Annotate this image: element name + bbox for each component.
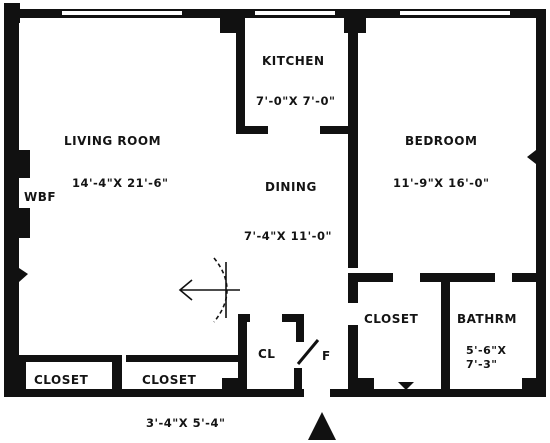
wall-bottom-left [4, 389, 304, 397]
wall-right [536, 9, 546, 397]
bathroom-dims-line2: 7'-3" [466, 358, 498, 371]
kitchen-name: KITCHEN [262, 54, 325, 68]
window [400, 11, 510, 15]
bedroom-name: BEDROOM [405, 134, 478, 148]
dining-name: DINING [265, 180, 317, 194]
bedroom-walls [348, 273, 546, 395]
living-room-name: LIVING ROOM [64, 134, 162, 148]
fireplace-bottom [18, 208, 30, 238]
fireplace-inner [14, 180, 18, 206]
radiator-icon [527, 150, 536, 164]
foyer-dims: 3'-4"X 5'-4" [146, 416, 226, 430]
closet-wall-left-a [348, 273, 358, 303]
window [62, 11, 182, 15]
foyer-name: F [322, 349, 331, 363]
dining-dims: 7'-4"X 11'-0" [244, 229, 332, 243]
bedroom-wall-bottom-c [512, 273, 546, 282]
kitchen-wall-right [348, 18, 358, 268]
entry-arrow-icon [308, 412, 336, 440]
cl-wall-left [238, 314, 247, 394]
bathroom-name: BATHRM [457, 312, 517, 326]
closet-bath-divider [441, 273, 450, 393]
kitchen-walls [236, 18, 358, 268]
door-swing-icon [178, 257, 240, 323]
fireplace-top [18, 150, 30, 178]
radiator-icon [19, 268, 28, 282]
closet-top-wall-a [18, 355, 113, 362]
living-room-dims: 14'-4"X 21'-6" [72, 176, 169, 190]
closet-bedroom-name: CLOSET [364, 312, 419, 326]
bath-wall-corner [522, 378, 538, 390]
closet-left-post [18, 355, 26, 391]
bedroom-dims: 11'-9"X 16'-0" [393, 176, 490, 190]
hall-closet-name: CL [258, 347, 276, 361]
bedroom-wall-bottom-a [348, 273, 393, 282]
cl-wall-right-b [294, 368, 302, 394]
bath-fixture-icon [398, 382, 414, 390]
cl-wall-right-a [296, 314, 304, 342]
closet-mid-name: CLOSET [142, 373, 197, 387]
wall-left [4, 9, 19, 397]
left-fixtures [14, 150, 30, 282]
closet-wall-left-b [348, 325, 358, 395]
foyer-block [222, 378, 242, 392]
closet-divider [112, 355, 122, 391]
bedroom-wall-bottom-b [420, 273, 495, 282]
closet-left-name: CLOSET [34, 373, 89, 387]
bathroom-dims-line1: 5'-6"X [466, 344, 507, 357]
wall-bottom-right [330, 389, 546, 397]
kitchen-wall-left [236, 18, 245, 133]
bottom-closets [18, 355, 238, 391]
kitchen-dims: 7'-0"X 7'-0" [256, 94, 336, 108]
windows-top [62, 11, 510, 15]
kitchen-wall-bottom-b [320, 126, 358, 134]
window [255, 11, 335, 15]
cl-wall-top-b [282, 314, 304, 322]
wbf-label: WBF [24, 190, 57, 204]
cl-door-leaf [296, 339, 320, 365]
kitchen-wall-bottom-a [236, 126, 268, 134]
closet-top-wall-b [126, 355, 238, 362]
hall-walls [222, 314, 304, 394]
closet-floor-block [358, 378, 374, 390]
